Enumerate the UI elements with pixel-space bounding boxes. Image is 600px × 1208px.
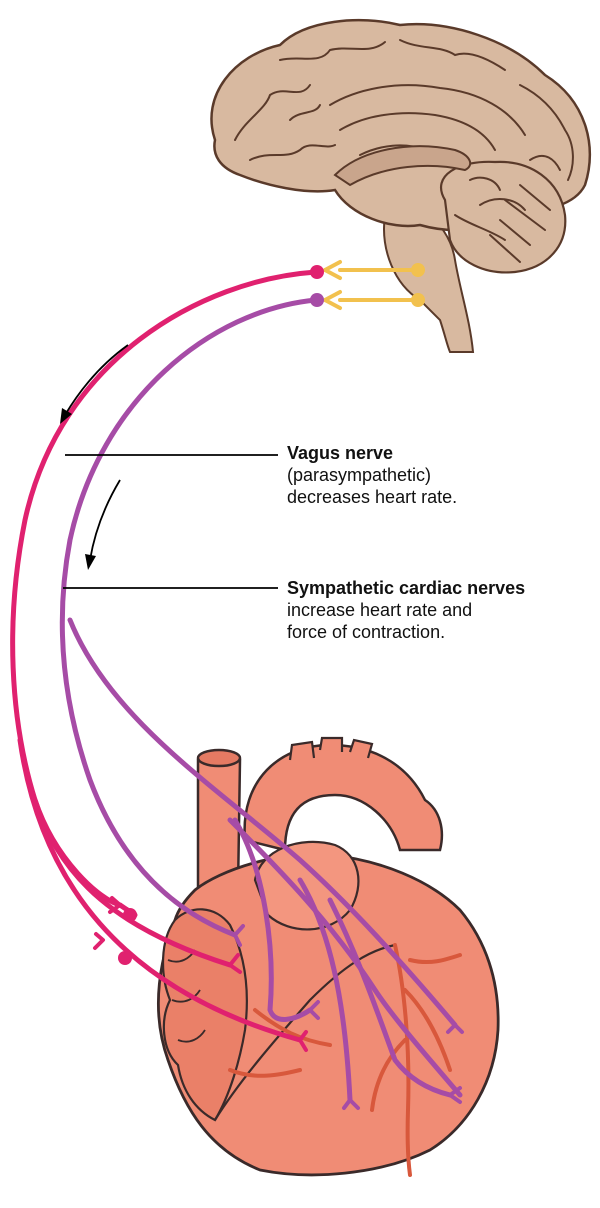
vagus-nerve-type: (parasympathetic)	[287, 465, 432, 485]
vagus-nerve-effect: decreases heart rate.	[287, 487, 458, 507]
synapse-terminal-lower	[411, 293, 425, 307]
sympathetic-nerve-path	[59, 297, 463, 1103]
synapse-terminal-upper	[411, 263, 425, 277]
sympathetic-nerve-effect-2: force of contraction.	[287, 622, 446, 642]
sympathetic-nerve-label: Sympathetic cardiac nerves increase hear…	[287, 577, 597, 643]
vagus-ganglion-2	[118, 951, 132, 965]
sympathetic-nerve-effect-1: increase heart rate and	[287, 600, 473, 620]
vagus-origin-node	[310, 265, 324, 279]
synapse-connectors	[323, 260, 418, 310]
direction-arrow-vagus	[60, 344, 129, 424]
vagus-nerve-path	[10, 269, 319, 1043]
sympathetic-nerve-terminals	[233, 924, 464, 1110]
direction-arrow-sympathetic	[85, 479, 121, 570]
vagus-nerve-terminals	[93, 896, 308, 1052]
vagus-ganglion-1	[123, 908, 137, 922]
vagus-nerve-title: Vagus nerve	[287, 443, 394, 463]
heart-illustration	[156, 736, 500, 1177]
brain-illustration	[210, 18, 592, 353]
sympathetic-origin-node	[310, 293, 324, 307]
vagus-nerve-label: Vagus nerve (parasympathetic) decreases …	[287, 442, 587, 508]
sympathetic-nerve-title: Sympathetic cardiac nerves	[287, 578, 526, 598]
